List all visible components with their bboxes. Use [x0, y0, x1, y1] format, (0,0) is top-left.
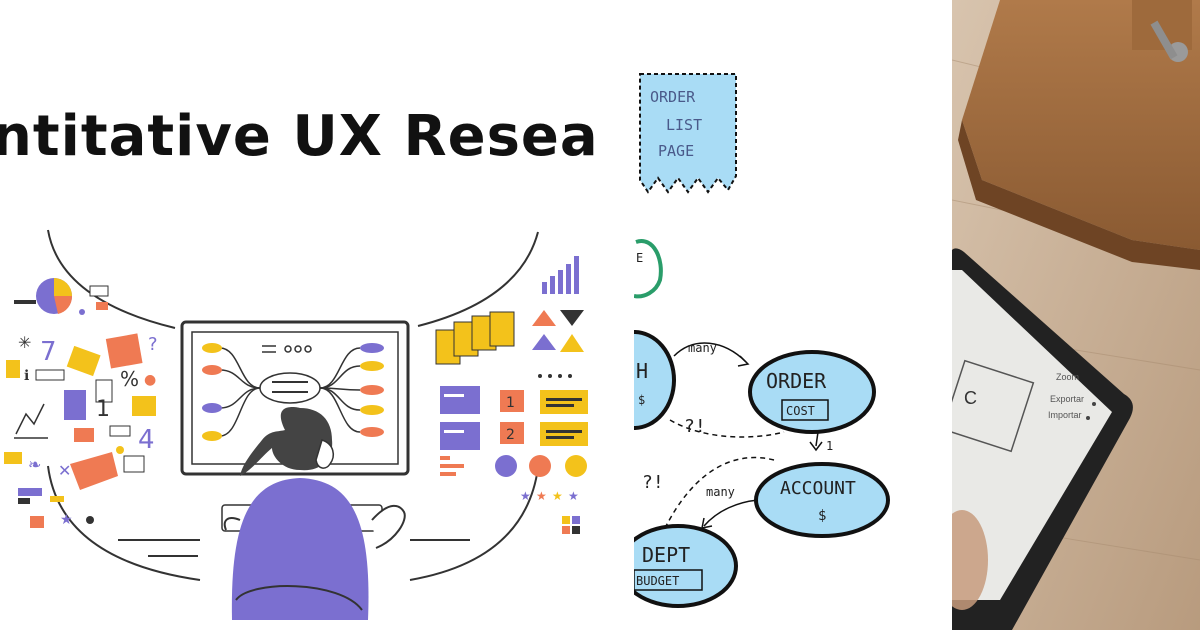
dept-node-name: DEPT [642, 543, 690, 567]
tablet-photo-panel: C Zoom Exportar Importar [952, 0, 1200, 630]
svg-text:%: % [120, 367, 139, 391]
tablet-photo: C Zoom Exportar Importar [952, 0, 1200, 630]
account-node-field: $ [818, 508, 826, 524]
left-partial-node [634, 330, 676, 430]
dept-node [634, 524, 738, 608]
edge-label-one: 1 [826, 439, 833, 453]
tablet-label-export: Exportar [1050, 394, 1084, 404]
left-partial-node-field: $ [638, 393, 645, 407]
edge-label-top-many: many [688, 341, 717, 355]
edge-label-question-1: ?! [684, 416, 706, 437]
svg-text:1: 1 [96, 397, 110, 422]
svg-text:★: ★ [568, 489, 579, 503]
svg-text:7: 7 [40, 337, 57, 367]
left-partial-node-name: H [636, 359, 648, 383]
monitor [180, 320, 410, 476]
tablet-device: C Zoom Exportar Importar [952, 248, 1133, 630]
edge-label-question-2: ?! [642, 472, 664, 493]
edge-label-bottom-many: many [706, 485, 735, 499]
partial-circle-text: E [636, 251, 643, 265]
svg-text:4: 4 [138, 425, 155, 455]
svg-text:❧: ❧ [28, 455, 41, 474]
order-list-sticky-note: ORDER LIST PAGE [639, 73, 737, 194]
page-title: ntitative UX Resea [0, 104, 599, 169]
svg-text:✕: ✕ [58, 461, 71, 480]
er-diagram: E H $ ORDER COST ACCOUNT $ DEPT BUDGET m… [634, 239, 890, 608]
svg-text:★: ★ [552, 489, 563, 503]
svg-text:★: ★ [60, 512, 73, 528]
left-data-icons: ? 7 ✳ ℹ % ● 1 4 ❧ ✕ [4, 278, 158, 528]
svg-text:★: ★ [520, 489, 531, 503]
dept-node-field: BUDGET [636, 574, 679, 588]
right-data-icons: 1 2 ★ ★ ★ ★ [435, 256, 588, 534]
account-node [754, 462, 890, 538]
order-node-field: COST [786, 404, 815, 418]
account-node-name: ACCOUNT [780, 478, 856, 499]
research-illustration: ? 7 ✳ ℹ % ● 1 4 ❧ ✕ [4, 229, 588, 620]
tablet-label-import: Importar [1048, 410, 1082, 420]
wooden-block [962, 0, 1200, 250]
svg-text:✳: ✳ [18, 333, 31, 352]
tablet-label-zoom: Zoom [1056, 372, 1079, 382]
sticky-line-2: LIST [666, 116, 702, 134]
order-node [748, 350, 876, 434]
person-figure [223, 407, 406, 620]
svg-text:2: 2 [506, 427, 515, 443]
svg-text:★: ★ [536, 489, 547, 503]
svg-text:1: 1 [506, 395, 515, 411]
illustration-panel: ntitative UX Resea [0, 104, 599, 620]
svg-text:ℹ: ℹ [24, 368, 29, 384]
tablet-letter: C [964, 388, 977, 408]
order-node-name: ORDER [766, 369, 827, 393]
sticky-line-3: PAGE [658, 142, 694, 160]
svg-text:●: ● [144, 372, 156, 388]
sticky-line-1: ORDER [650, 88, 696, 106]
svg-text:?: ? [148, 334, 158, 355]
